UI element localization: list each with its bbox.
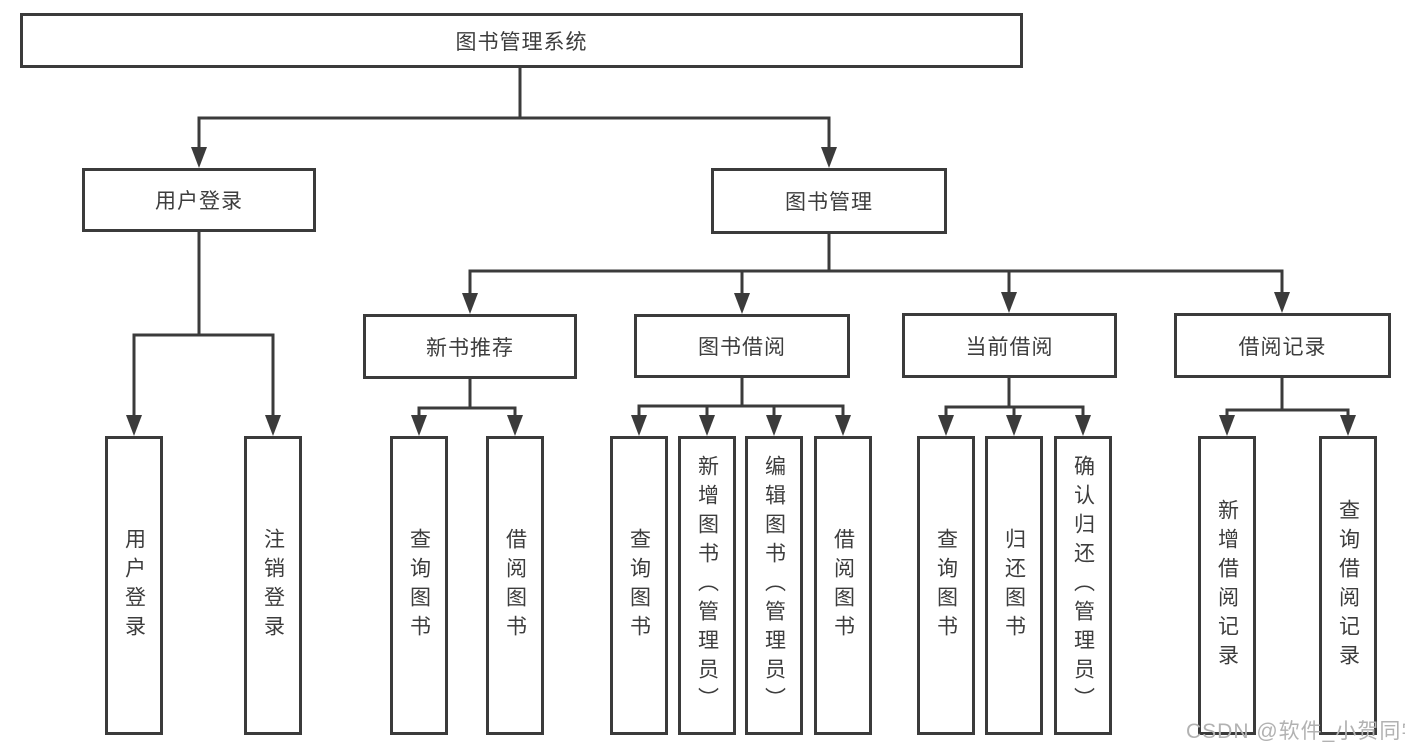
node-book-management: 图书管理 <box>711 168 947 234</box>
node-current-borrow: 当前借阅 <box>902 313 1117 378</box>
leaf-borrow-books-1: 借阅图书 <box>486 436 544 735</box>
leaf-query-books-3-label: 查询图书 <box>934 527 958 644</box>
node-new-book-recommend: 新书推荐 <box>363 314 577 379</box>
leaf-edit-book-admin-label: 编辑图书（管理员） <box>762 455 786 716</box>
leaf-borrow-books-1-label: 借阅图书 <box>503 527 527 644</box>
leaf-query-books-2-label: 查询图书 <box>627 527 651 644</box>
node-borrow-records: 借阅记录 <box>1174 313 1391 378</box>
node-book-borrow: 图书借阅 <box>634 314 850 378</box>
csdn-watermark: CSDN @软件_小贺同学 <box>1186 720 1405 743</box>
leaf-add-borrow-record-label: 新增借阅记录 <box>1215 498 1239 673</box>
leaf-logout: 注销登录 <box>244 436 302 735</box>
leaf-user-login: 用户登录 <box>105 436 163 735</box>
leaf-add-book-admin-label: 新增图书（管理员） <box>695 455 719 716</box>
leaf-confirm-return-admin: 确认归还（管理员） <box>1054 436 1112 735</box>
leaf-edit-book-admin: 编辑图书（管理员） <box>745 436 803 735</box>
leaf-borrow-books-2: 借阅图书 <box>814 436 872 735</box>
leaf-confirm-return-admin-label: 确认归还（管理员） <box>1071 455 1095 716</box>
leaf-query-books-2: 查询图书 <box>610 436 668 735</box>
node-user-login-label: 用户登录 <box>155 190 243 213</box>
node-borrow-records-label: 借阅记录 <box>1238 335 1327 359</box>
leaf-query-books-1-label: 查询图书 <box>407 527 431 644</box>
node-book-borrow-label: 图书借阅 <box>698 336 786 359</box>
leaf-query-borrow-record: 查询借阅记录 <box>1319 436 1377 735</box>
leaf-query-books-3: 查询图书 <box>917 436 975 735</box>
leaf-query-books-1: 查询图书 <box>390 436 448 735</box>
node-new-book-recommend-label: 新书推荐 <box>426 336 514 360</box>
node-current-borrow-label: 当前借阅 <box>965 335 1054 359</box>
leaf-add-book-admin: 新增图书（管理员） <box>678 436 736 735</box>
node-book-management-label: 图书管理 <box>785 191 873 214</box>
leaf-return-book-label: 归还图书 <box>1002 527 1026 644</box>
leaf-logout-label: 注销登录 <box>261 527 285 644</box>
leaf-add-borrow-record: 新增借阅记录 <box>1198 436 1256 735</box>
leaf-borrow-books-2-label: 借阅图书 <box>831 527 855 644</box>
node-library-system: 图书管理系统 <box>20 13 1023 68</box>
node-library-system-label: 图书管理系统 <box>455 30 588 54</box>
leaf-return-book: 归还图书 <box>985 436 1043 735</box>
leaf-user-login-label: 用户登录 <box>122 527 146 644</box>
leaf-query-borrow-record-label: 查询借阅记录 <box>1336 498 1360 673</box>
node-user-login: 用户登录 <box>82 168 316 232</box>
